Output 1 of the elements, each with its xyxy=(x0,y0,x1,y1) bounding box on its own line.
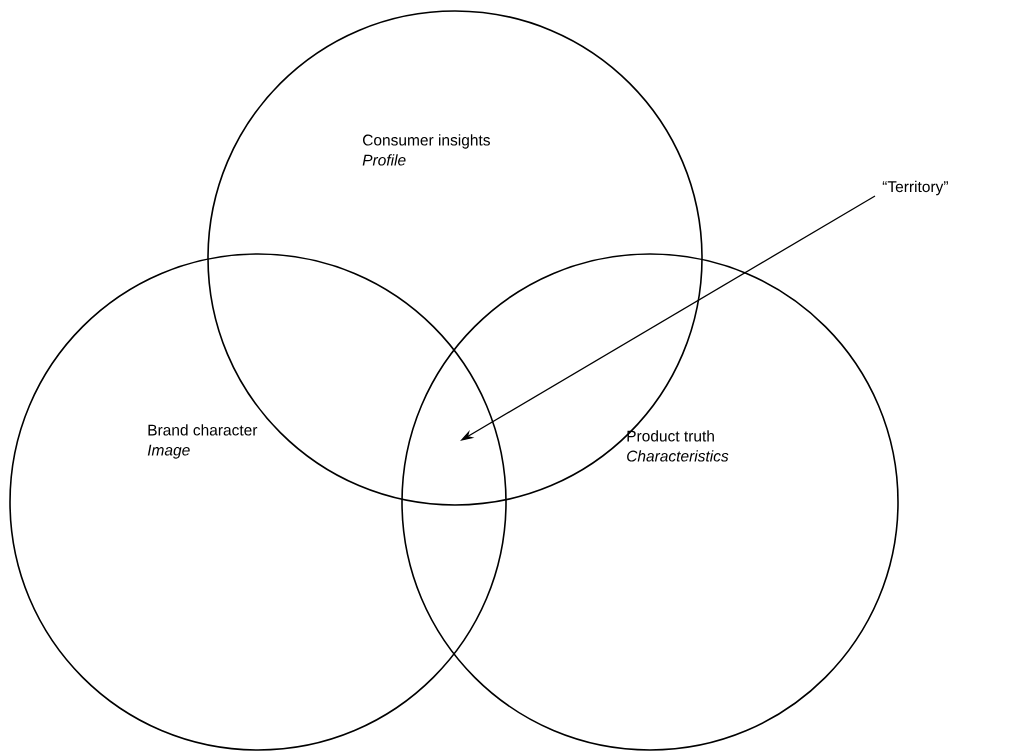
callout-text: “Territory” xyxy=(882,180,948,196)
